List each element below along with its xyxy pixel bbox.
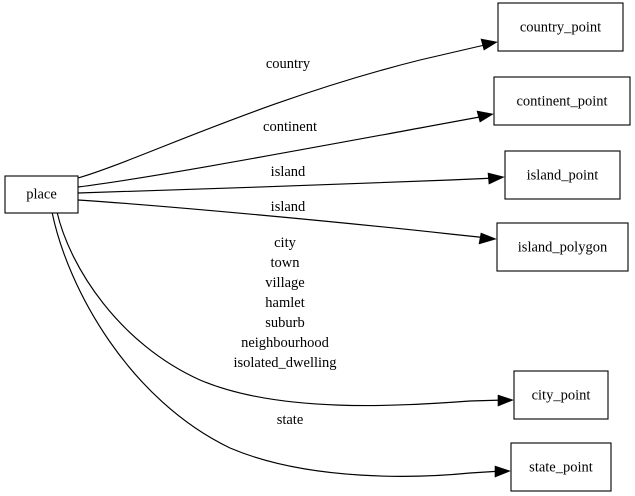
edge-place-island_polygon[interactable] <box>77 199 497 245</box>
edge-place-city_point[interactable] <box>56 211 514 407</box>
node-island_point-rect <box>504 150 621 200</box>
arrow-head-continent <box>476 110 494 123</box>
node-island_polygon[interactable]: island_polygon <box>496 222 629 272</box>
nodes-layer: place country_point continent_point isla… <box>4 2 631 492</box>
edge-place-country_point[interactable] <box>77 38 498 179</box>
edge-label-city-line-2: town <box>271 255 301 271</box>
edge-label-city-line-3: village <box>265 275 304 291</box>
arrow-head-city <box>497 394 514 407</box>
node-country_point-rect <box>497 2 624 52</box>
node-place-rect <box>4 175 79 214</box>
node-island_point-label: island_point <box>527 167 599 183</box>
arrow-head-island-polygon <box>478 232 497 245</box>
node-city_point-rect <box>513 370 609 420</box>
arrow-head-state <box>494 465 511 478</box>
node-state_point-rect <box>510 442 612 492</box>
edge-label-island-polygon: island <box>271 199 306 215</box>
edge-label-city-line-7: isolated_dwelling <box>233 355 336 371</box>
node-place[interactable]: place <box>4 175 79 214</box>
edge-label-continent: continent <box>263 119 317 135</box>
edge-label-island-point: island <box>271 164 306 180</box>
edges-layer <box>51 38 514 478</box>
edge-path-city <box>56 211 506 407</box>
node-city_point[interactable]: city_point <box>513 370 609 420</box>
edge-label-country: country <box>266 56 311 72</box>
edge-label-city-line-1: city <box>274 235 296 251</box>
node-island_point[interactable]: island_point <box>504 150 621 200</box>
edge-place-island_point[interactable] <box>77 172 505 194</box>
node-country_point[interactable]: country_point <box>497 2 624 52</box>
edge-path-continent <box>77 115 486 188</box>
edge-labels-layer: country continent island island city tow… <box>233 56 336 428</box>
edge-path-country <box>77 43 490 179</box>
edge-path-island-polygon <box>77 199 489 239</box>
edge-label-city-line-6: neighbourhood <box>241 335 330 351</box>
node-island_polygon-rect <box>496 222 629 272</box>
node-state_point[interactable]: state_point <box>510 442 612 492</box>
node-city_point-label: city_point <box>532 387 591 403</box>
node-place-label: place <box>26 186 57 202</box>
node-continent_point-rect <box>493 76 631 126</box>
edge-place-state_point[interactable] <box>51 211 511 478</box>
node-island_polygon-label: island_polygon <box>518 239 608 255</box>
node-continent_point[interactable]: continent_point <box>493 76 631 126</box>
arrow-head-island-point <box>487 172 505 185</box>
edge-path-island-point <box>77 177 497 194</box>
edge-label-state: state <box>277 412 304 428</box>
edge-label-city-line-5: suburb <box>265 315 304 331</box>
node-country_point-label: country_point <box>520 19 601 35</box>
node-continent_point-label: continent_point <box>516 93 607 109</box>
edge-place-continent_point[interactable] <box>77 110 494 188</box>
edge-path-state <box>51 211 503 477</box>
edge-label-city-multiline: city town village hamlet suburb neighbou… <box>233 235 336 371</box>
arrow-head-country <box>480 38 498 51</box>
edge-label-city-line-4: hamlet <box>265 295 304 311</box>
node-state_point-label: state_point <box>529 459 593 475</box>
